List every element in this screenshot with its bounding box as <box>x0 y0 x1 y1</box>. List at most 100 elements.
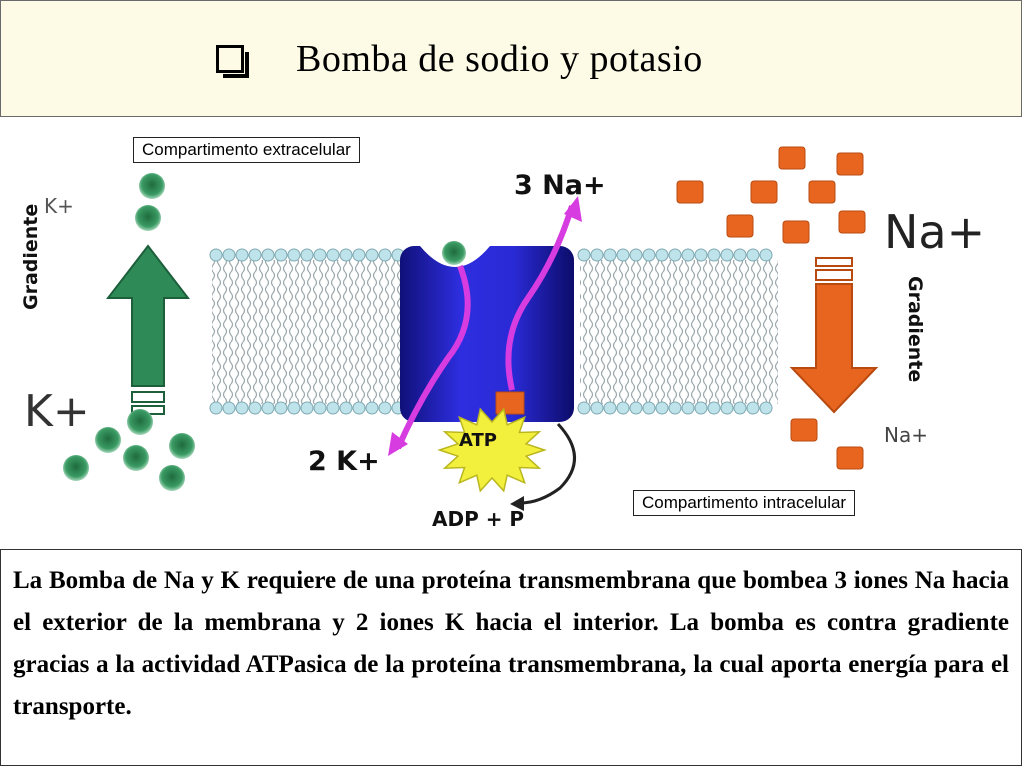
phospholipid-head <box>274 401 288 415</box>
na-out-label: 3 Na+ <box>514 170 606 201</box>
sodium-transport-arrow <box>505 205 575 391</box>
phospholipid-head <box>707 248 721 262</box>
phospholipid-head <box>222 248 236 262</box>
na-small-label: Na+ <box>884 423 928 447</box>
phospholipid-head <box>616 248 630 262</box>
sodium-ion <box>836 152 864 176</box>
phospholipid-head <box>733 401 747 415</box>
phospholipid-head <box>681 248 695 262</box>
description-box: La Bomba de Na y K requiere de una prote… <box>0 549 1022 766</box>
sodium-ion-bound <box>495 391 525 415</box>
phospholipid-head <box>655 401 669 415</box>
phospholipid-head <box>209 248 223 262</box>
phospholipid-head <box>707 401 721 415</box>
phospholipid-head <box>235 401 249 415</box>
phospholipid-head <box>694 248 708 262</box>
phospholipid-head <box>339 401 353 415</box>
phospholipid-head <box>616 401 630 415</box>
phospholipid-head <box>668 248 682 262</box>
potassium-ion <box>169 433 195 459</box>
membrane-right <box>580 260 778 404</box>
sodium-gradient-arrow <box>789 257 879 414</box>
sodium-ion <box>676 180 704 204</box>
phospholipid-head <box>352 248 366 262</box>
sodium-ion <box>836 446 864 470</box>
phospholipid-head <box>694 401 708 415</box>
sodium-ions <box>676 146 866 470</box>
atp-hydrolysis-arrow <box>519 422 576 505</box>
phospholipid-head <box>720 401 734 415</box>
intracellular-compartment-label: Compartimento intracelular <box>633 490 856 516</box>
k-in-label: 2 K+ <box>308 446 380 477</box>
title-banner: Bomba de sodio y potasio <box>0 0 1022 117</box>
na-big-label: Na+ <box>884 205 986 259</box>
sodium-ion <box>778 146 806 170</box>
extracellular-compartment-label: Compartimento extracelular <box>133 137 360 163</box>
membrane-left <box>212 260 402 404</box>
phospholipid-head <box>746 248 760 262</box>
gradient-right-label: Gradiente <box>904 276 926 383</box>
phospholipid-head <box>313 401 327 415</box>
sodium-ion <box>750 180 778 204</box>
potassium-ion <box>139 173 165 199</box>
phospholipid-head <box>326 401 340 415</box>
phospholipid-head <box>365 248 379 262</box>
phospholipid-head <box>603 401 617 415</box>
potassium-ion-bound <box>442 241 466 265</box>
phospholipid-head <box>287 248 301 262</box>
phospholipid-head <box>261 248 275 262</box>
potassium-gradient-arrow <box>105 244 191 415</box>
phospholipid-head <box>300 248 314 262</box>
phospholipid-head <box>733 248 747 262</box>
phospholipid-head <box>222 401 236 415</box>
sodium-ion <box>808 180 836 204</box>
phospholipid-head <box>759 248 773 262</box>
phospholipid-head <box>577 401 591 415</box>
checkbox-bullet-icon <box>216 45 249 78</box>
phospholipid-head <box>759 401 773 415</box>
adp-label: ADP + P <box>432 507 525 531</box>
phospholipid-head <box>720 248 734 262</box>
phospholipid-head <box>746 401 760 415</box>
phospholipid-head <box>352 401 366 415</box>
potassium-ion <box>127 409 153 435</box>
arrowhead-k-in <box>388 432 408 456</box>
phospholipid-head <box>378 248 392 262</box>
phospholipid-head <box>378 401 392 415</box>
potassium-ion <box>159 465 185 491</box>
k-top-label: K+ <box>44 194 74 218</box>
phospholipid-head <box>655 248 669 262</box>
phospholipid-head <box>248 248 262 262</box>
phospholipid-head <box>365 401 379 415</box>
k-big-label: K+ <box>24 386 90 437</box>
phospholipid-head <box>629 401 643 415</box>
phospholipid-head <box>642 248 656 262</box>
phospholipid-head <box>590 401 604 415</box>
potassium-transport-arrow <box>395 264 471 450</box>
description-text: La Bomba de Na y K requiere de una prote… <box>13 567 1009 720</box>
phospholipid-head <box>668 401 682 415</box>
arrowhead-na-out <box>564 196 582 222</box>
sodium-potassium-pump-diagram <box>0 118 1024 548</box>
phospholipid-head <box>326 248 340 262</box>
phospholipid-head <box>681 401 695 415</box>
atp-label: ATP <box>459 430 498 451</box>
sodium-ion <box>790 418 818 442</box>
atp-burst-icon <box>437 407 547 493</box>
potassium-ion <box>63 455 89 481</box>
sodium-ion <box>838 210 866 234</box>
sodium-ion <box>782 220 810 244</box>
phospholipid-head <box>261 401 275 415</box>
phospholipid-head <box>629 248 643 262</box>
potassium-ion <box>135 205 161 231</box>
phospholipid-head <box>274 248 288 262</box>
phospholipid-head <box>248 401 262 415</box>
sodium-ion <box>726 214 754 238</box>
phospholipid-head <box>339 248 353 262</box>
potassium-ion <box>123 445 149 471</box>
slide-title: Bomba de sodio y potasio <box>296 38 703 80</box>
gradient-left-label: Gradiente <box>20 203 42 310</box>
phospholipid-head <box>642 401 656 415</box>
phospholipid-head <box>577 248 591 262</box>
phospholipid-head <box>209 401 223 415</box>
